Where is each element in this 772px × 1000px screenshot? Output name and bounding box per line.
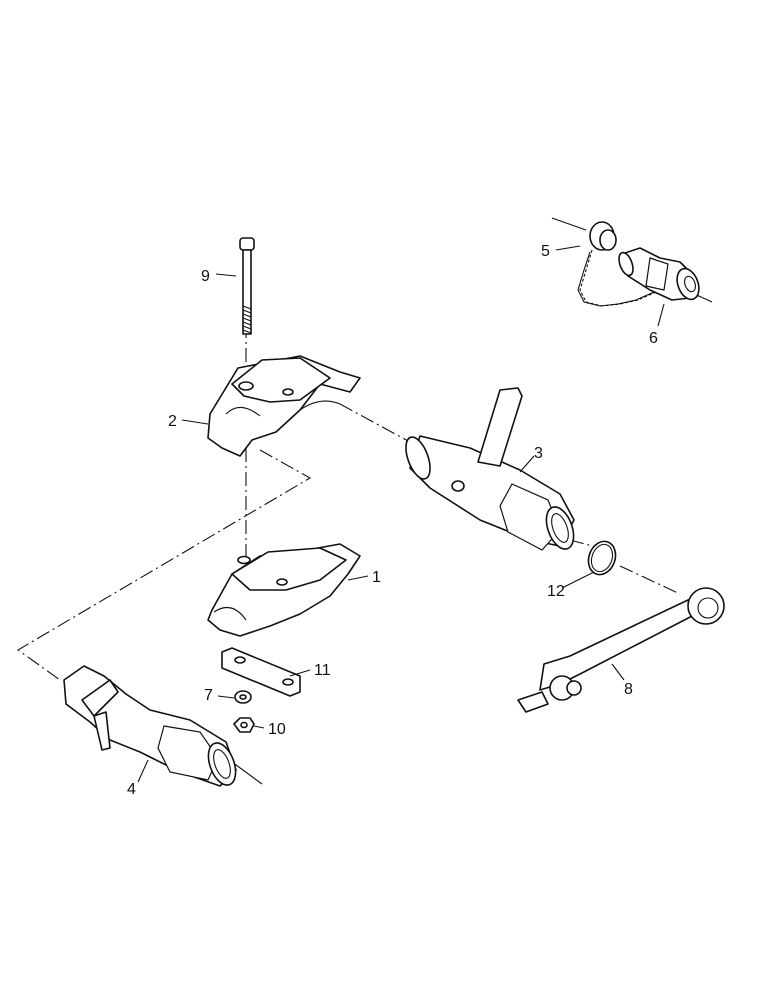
part-3-valve-coupler: [405, 387, 575, 551]
part-7-washer: [234, 690, 252, 704]
callout-8: 8: [624, 681, 633, 698]
part-6-plug-fitting: [618, 247, 700, 301]
part-4-coupler: [63, 665, 237, 787]
callout-7: 7: [204, 687, 213, 704]
callout-11: 11: [314, 662, 331, 679]
callout-leaders: [137, 245, 665, 783]
part-9-bolt: [239, 237, 255, 335]
part-11-plate: [221, 647, 301, 697]
callout-4: 4: [127, 781, 136, 798]
callout-3: 3: [534, 445, 543, 462]
callout-2: 2: [168, 413, 177, 430]
part-2-upper-clamp: [207, 355, 361, 457]
callout-6: 6: [649, 330, 658, 347]
part-5-dust-cap: [577, 221, 657, 307]
callout-12: 12: [547, 583, 565, 600]
part-1-lower-clamp: [207, 543, 361, 637]
part-10-nut: [233, 717, 255, 733]
part-8-lever: [517, 587, 725, 713]
callout-10: 10: [268, 721, 286, 738]
callout-5: 5: [541, 243, 550, 260]
part-12-o-ring: [587, 540, 617, 576]
callout-labels: 9 2 1 3 5 6 12 8 11 7 10 4: [127, 243, 658, 798]
callout-9: 9: [201, 268, 210, 285]
callout-1: 1: [372, 569, 381, 586]
